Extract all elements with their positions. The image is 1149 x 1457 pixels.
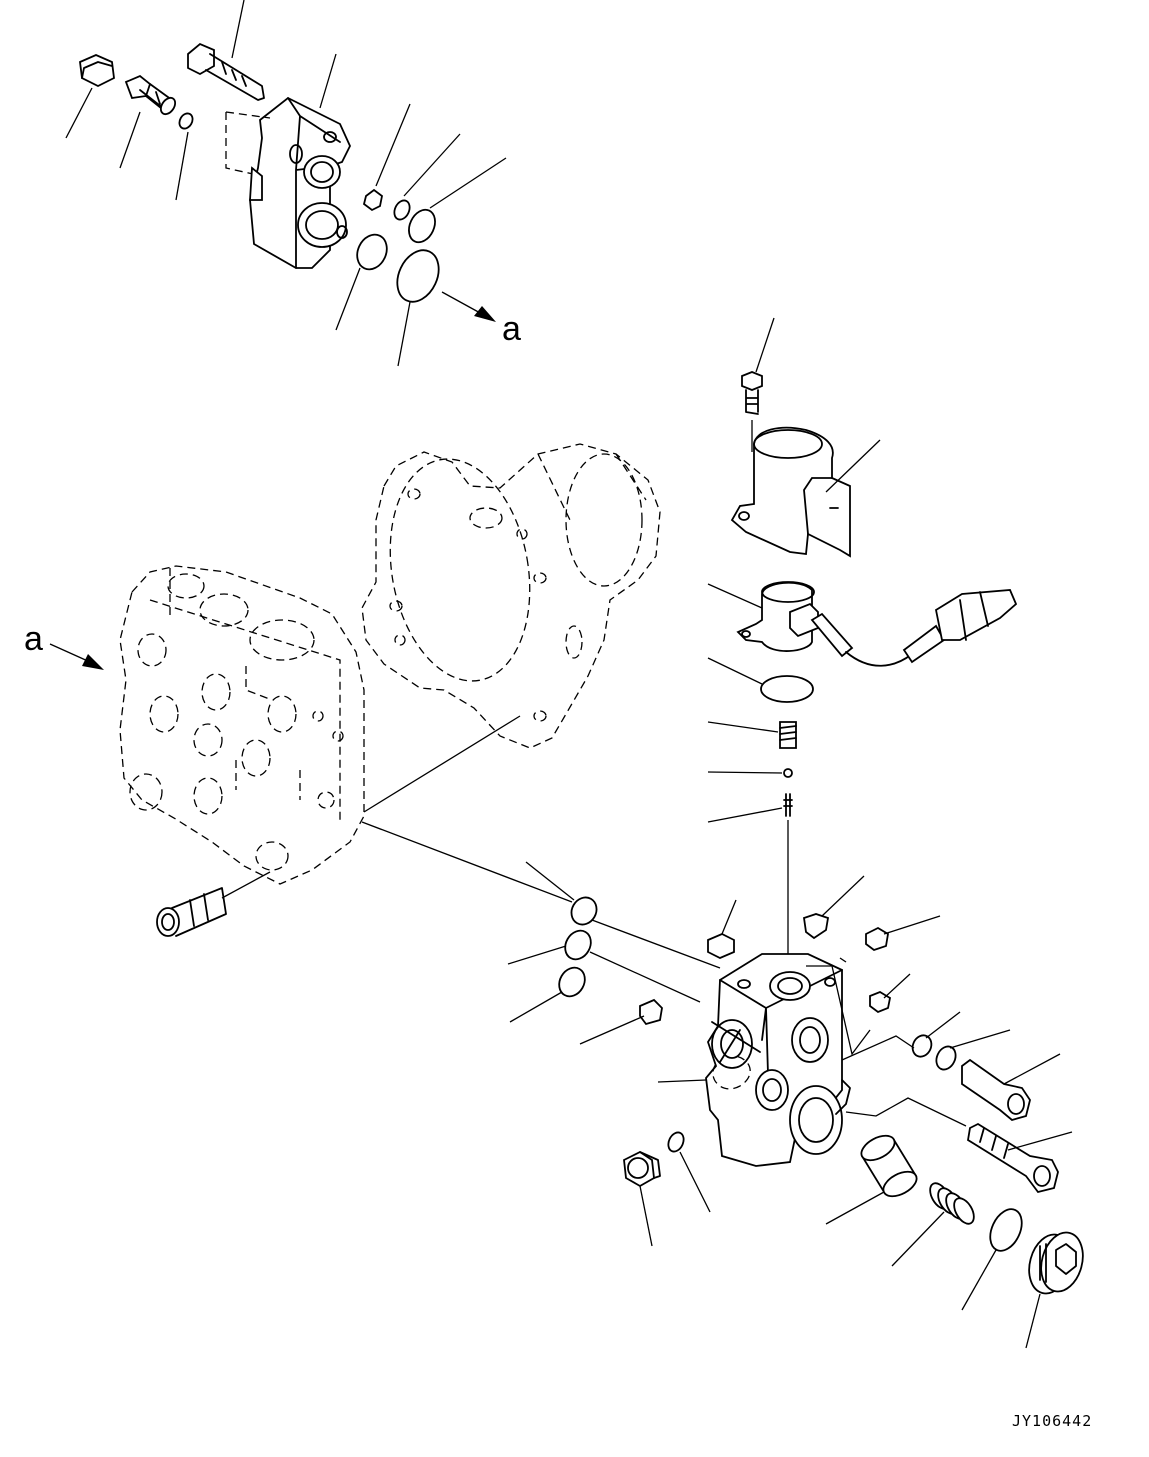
block-mounting-bolt bbox=[156, 871, 271, 937]
plug-top bbox=[803, 913, 830, 940]
snap-ring bbox=[911, 1034, 933, 1058]
valve-sleeve bbox=[825, 1134, 918, 1225]
pin bbox=[707, 793, 793, 823]
valve-cover-body bbox=[225, 96, 351, 269]
hex-plug bbox=[1025, 1231, 1084, 1349]
check-ball bbox=[783, 768, 793, 778]
return-spring bbox=[891, 1182, 975, 1267]
spool-spring bbox=[707, 721, 797, 749]
solenoid-stack bbox=[707, 317, 1018, 962]
connection-line-block-housing bbox=[363, 715, 521, 813]
lower-valve-body bbox=[361, 821, 967, 1167]
solenoid-cover-bracket bbox=[730, 426, 881, 558]
o-ring-medium-right bbox=[408, 208, 436, 244]
right-fittings bbox=[825, 1011, 1084, 1349]
drain-plug bbox=[623, 1150, 661, 1247]
small-nut bbox=[362, 188, 383, 212]
arrow-to-view-a-left bbox=[49, 643, 104, 670]
o-ring-right bbox=[935, 1045, 957, 1071]
large-o-ring bbox=[396, 249, 440, 303]
pilot-piston bbox=[961, 1053, 1061, 1121]
left-valve-block-phantom bbox=[119, 565, 365, 885]
top-cover-assembly: a bbox=[65, 0, 521, 367]
spool-bolt bbox=[967, 1122, 1073, 1194]
top-leader-lines bbox=[65, 0, 507, 367]
socket-screw bbox=[741, 317, 775, 452]
view-label-left: a bbox=[24, 620, 43, 658]
o-ring-2 bbox=[564, 929, 592, 961]
small-o-ring bbox=[178, 112, 194, 130]
drawing-code: JY106442 bbox=[1012, 1412, 1092, 1430]
plug-left-upper bbox=[707, 933, 735, 959]
hex-nut bbox=[79, 54, 115, 88]
plug-o-ring bbox=[989, 1208, 1023, 1252]
plug-left-lower bbox=[639, 998, 663, 1026]
seal-plug-disc bbox=[356, 233, 388, 271]
o-ring-3 bbox=[558, 966, 586, 998]
drain-o-ring bbox=[667, 1131, 685, 1153]
o-ring-small-right bbox=[393, 199, 411, 221]
mounting-bolt bbox=[187, 42, 265, 101]
solenoid-coil bbox=[707, 581, 1018, 667]
pump-housing-phantom bbox=[361, 443, 661, 749]
solenoid-o-ring bbox=[760, 675, 814, 703]
plug-right-upper bbox=[865, 926, 889, 952]
arrow-to-view-a-top bbox=[441, 291, 496, 322]
view-label-top: a bbox=[502, 310, 521, 348]
fitting-plug bbox=[124, 74, 177, 116]
o-ring-1 bbox=[570, 896, 598, 926]
